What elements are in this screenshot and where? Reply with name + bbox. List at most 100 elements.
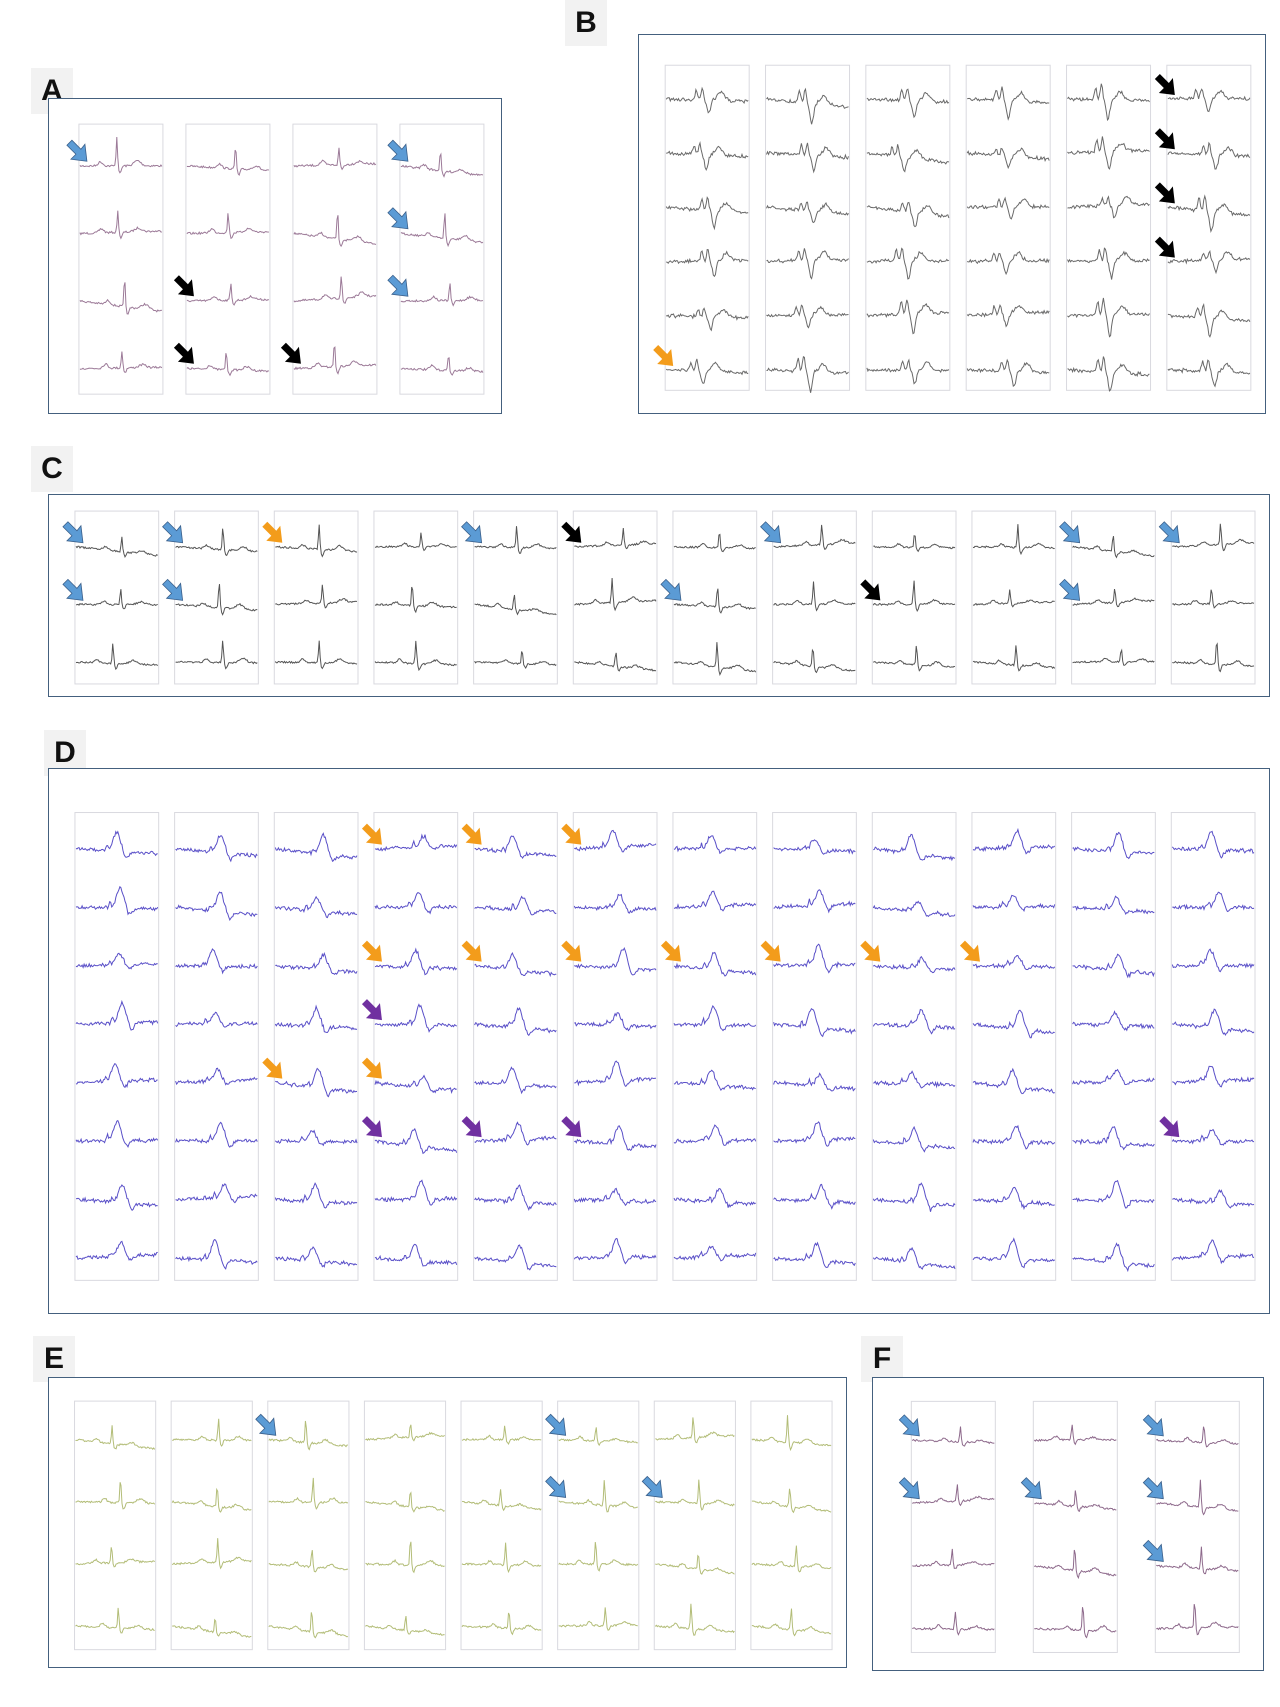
ecg-trace xyxy=(365,1616,445,1636)
ecg-trace xyxy=(474,895,557,916)
ecg-trace xyxy=(912,1611,995,1636)
blue-arrow-icon xyxy=(545,1475,567,1498)
black-arrow-icon xyxy=(173,342,194,364)
black-arrow-icon xyxy=(860,579,881,601)
ecg-trace xyxy=(1072,1068,1155,1086)
orange-arrow-icon xyxy=(959,940,980,962)
ecg-trace xyxy=(666,249,749,278)
black-arrow-icon xyxy=(1154,236,1175,258)
ecg-trace xyxy=(773,648,856,674)
blue-arrow-icon xyxy=(1142,1414,1164,1437)
panel-d-traces xyxy=(74,812,1256,1281)
ecg-trace xyxy=(374,1179,458,1206)
ecg-trace xyxy=(773,581,856,612)
trace-column xyxy=(1170,812,1256,1281)
ecg-trace xyxy=(574,652,657,672)
ecg-trace xyxy=(474,1121,557,1146)
trace-column xyxy=(399,123,485,395)
ecg-trace xyxy=(1067,247,1150,280)
trace-column xyxy=(1071,812,1156,1281)
ecg-trace xyxy=(374,1074,457,1094)
ecg-trace xyxy=(751,1608,832,1637)
ecg-trace xyxy=(75,536,158,559)
ecg-trace xyxy=(75,952,158,970)
trace-column xyxy=(273,510,359,685)
panel-a-traces xyxy=(66,123,485,395)
ecg-trace xyxy=(374,1127,458,1155)
blue-arrow-icon xyxy=(255,1413,277,1436)
ecg-trace xyxy=(400,357,484,376)
ecg-trace xyxy=(972,827,1056,855)
ecg-trace xyxy=(573,1237,657,1265)
purple-arrow-icon xyxy=(361,999,382,1021)
ecg-trace xyxy=(766,201,849,224)
panel-d xyxy=(48,768,1270,1314)
blue-arrow-icon xyxy=(1020,1477,1042,1500)
ecg-trace xyxy=(665,86,749,114)
ecg-trace xyxy=(873,1070,956,1089)
ecg-trace xyxy=(268,1550,349,1573)
ecg-trace xyxy=(673,890,757,912)
ecg-trace xyxy=(186,149,269,176)
black-arrow-icon xyxy=(1154,74,1175,96)
ecg-trace xyxy=(474,1007,557,1037)
ecg-trace xyxy=(866,358,950,385)
ecg-trace xyxy=(655,1417,735,1444)
ecg-trace xyxy=(1067,195,1150,219)
trace-column xyxy=(765,64,851,391)
panel-c xyxy=(48,494,1270,697)
orange-arrow-icon xyxy=(361,940,382,962)
orange-arrow-icon xyxy=(262,521,283,543)
ecg-trace xyxy=(872,645,956,672)
blue-arrow-icon xyxy=(760,521,782,544)
ecg-trace xyxy=(773,1241,856,1269)
ecg-trace xyxy=(175,1121,258,1148)
trace-column xyxy=(557,1400,640,1651)
ecg-trace xyxy=(374,833,458,852)
ecg-trace xyxy=(655,1554,735,1575)
panel-b-traces xyxy=(653,64,1252,393)
ecg-trace xyxy=(474,835,557,860)
ecg-trace xyxy=(673,835,757,855)
ecg-trace xyxy=(400,283,483,307)
trace-column xyxy=(74,1400,157,1651)
ecg-trace xyxy=(1156,1479,1239,1516)
blue-arrow-icon xyxy=(1158,521,1180,544)
trace-column xyxy=(664,64,750,391)
ecg-trace xyxy=(972,954,1056,971)
ecg-trace xyxy=(673,1005,757,1032)
ecg-trace xyxy=(365,1491,445,1513)
trace-column xyxy=(1066,64,1152,391)
panel-c-traces xyxy=(62,510,1256,685)
ecg-trace xyxy=(172,1418,252,1447)
ecg-trace xyxy=(1171,830,1255,859)
ecg-trace xyxy=(175,1067,258,1086)
ecg-trace xyxy=(773,889,856,914)
orange-arrow-icon xyxy=(561,823,582,845)
trace-column xyxy=(74,510,160,685)
trace-column xyxy=(672,812,758,1281)
trace-column xyxy=(292,123,378,395)
ecg-trace xyxy=(400,213,484,248)
trace-column xyxy=(772,510,857,685)
ecg-trace xyxy=(274,832,358,862)
trace-column xyxy=(653,1400,736,1651)
blue-arrow-icon xyxy=(1142,1539,1164,1562)
ecg-trace xyxy=(275,524,358,558)
trace-column xyxy=(871,812,957,1281)
ecg-trace xyxy=(1072,1010,1155,1032)
ecg-trace xyxy=(673,588,756,614)
ecg-trace xyxy=(374,640,457,672)
ecg-trace xyxy=(773,1007,856,1038)
trace-column xyxy=(572,812,658,1281)
orange-arrow-icon xyxy=(760,940,781,962)
ecg-trace xyxy=(374,586,457,614)
blue-arrow-icon xyxy=(1142,1477,1164,1500)
trace-column xyxy=(1170,510,1256,685)
ecg-trace xyxy=(866,88,950,119)
blue-arrow-icon xyxy=(461,521,483,544)
ecg-trace xyxy=(574,1012,657,1032)
ecg-trace xyxy=(1172,1188,1255,1209)
ecg-trace xyxy=(673,533,756,553)
purple-arrow-icon xyxy=(461,1116,482,1138)
